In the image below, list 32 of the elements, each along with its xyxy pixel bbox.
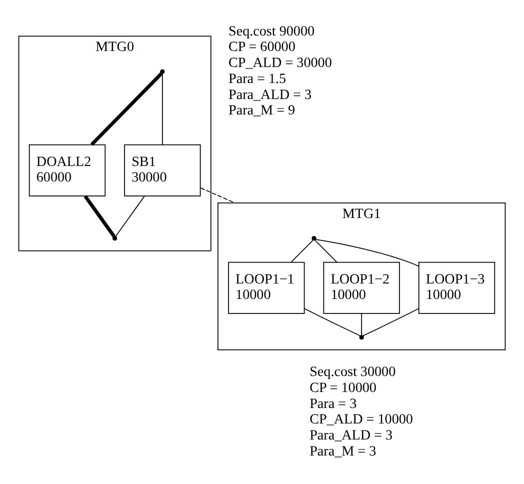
connector (162, 73, 163, 145)
connector (90, 72, 163, 146)
node-box: LOOP1−2 10000 (323, 262, 400, 314)
node-label: CP = 10000 (310, 380, 376, 396)
node-label: Seq.cost 90000 (228, 23, 315, 40)
node-box: LOOP1−1 10000 (228, 262, 305, 314)
node-box: LOOP1−3 10000 (418, 262, 496, 314)
connector (362, 308, 420, 336)
node-point (112, 236, 118, 241)
connector (84, 195, 116, 238)
node-box: DOALL2 60000 (28, 144, 106, 196)
node-label: CP_ALD = 10000 (310, 412, 413, 428)
node-label: Para = 3 (310, 396, 357, 412)
node-label: CP = 60000 (228, 39, 296, 56)
node-label: Para_ALD = 3 (228, 86, 312, 103)
node-point (359, 334, 364, 340)
node-label: Para_ALD = 3 (310, 428, 393, 444)
node-label: Para_M = 3 (310, 443, 376, 460)
connector (315, 239, 420, 267)
connector (304, 308, 361, 336)
connector (314, 240, 338, 263)
connector (115, 196, 145, 237)
node-label: Seq.cost 30000 (310, 364, 396, 380)
connector (200, 188, 236, 204)
node-box: SB1 30000 (124, 144, 201, 196)
node-point (160, 69, 165, 74)
node-label: Para_M = 9 (228, 102, 296, 119)
node-label: Para = 1.5 (228, 70, 286, 87)
connector (361, 312, 362, 336)
node-point (312, 236, 316, 241)
connector (290, 240, 314, 263)
node-label: CP_ALD = 30000 (228, 55, 332, 72)
